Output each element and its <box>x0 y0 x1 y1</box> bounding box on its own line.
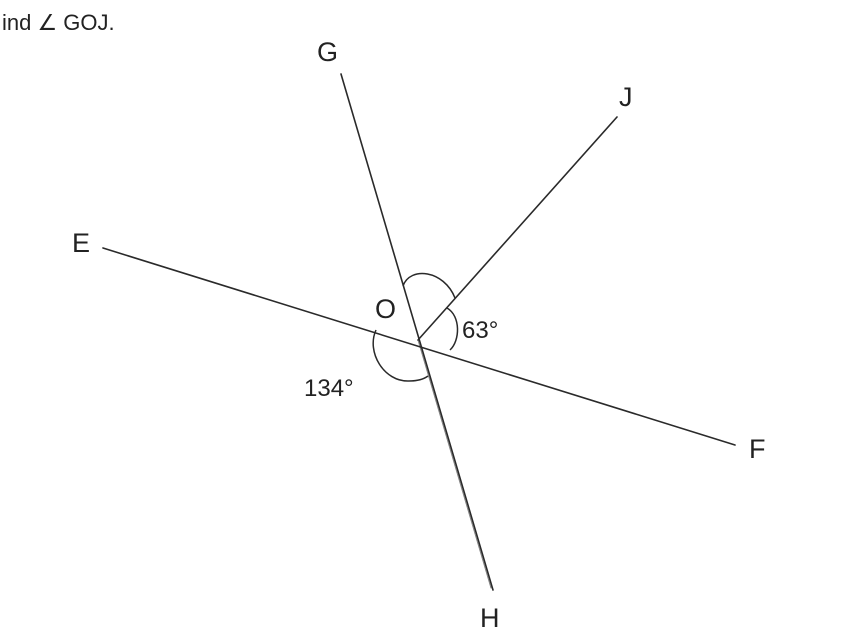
arc-jof <box>446 307 459 351</box>
line-ef <box>102 247 736 446</box>
label-j: J <box>619 82 633 112</box>
angle-label-63: 63° <box>462 317 498 344</box>
angle-label-134: 134° <box>304 375 354 402</box>
label-e: E <box>72 228 90 258</box>
arc-eoh <box>372 329 429 382</box>
arc-goj <box>402 272 456 299</box>
ray-oj <box>417 116 618 341</box>
label-o: O <box>375 294 396 324</box>
label-h: H <box>480 603 500 633</box>
question-prompt: ind ∠ GOJ. <box>2 10 115 35</box>
line-gh <box>340 73 494 591</box>
label-f: F <box>749 434 766 464</box>
line-gh-shadow <box>417 339 492 589</box>
label-g: G <box>317 37 338 67</box>
